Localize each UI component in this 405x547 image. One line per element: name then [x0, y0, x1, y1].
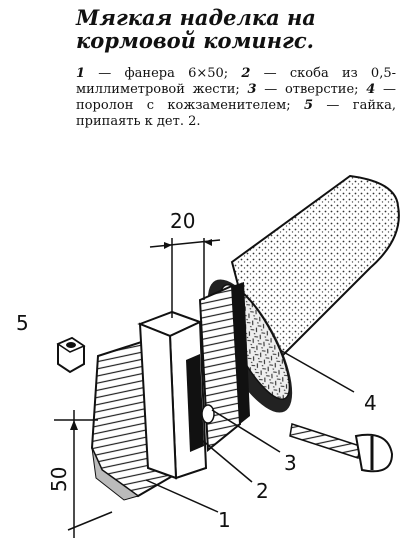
legend-item-3: 3 — отверстие;: [247, 82, 367, 97]
leader-lines: [145, 349, 355, 513]
dimension-width-label: 20: [170, 209, 195, 233]
legend-text-5: гайка, припаять к дет. 2.: [76, 98, 396, 129]
legend-text-1: фанера 6×50;: [124, 66, 242, 81]
legend: 1 — фанера 6×50; 2 — скоба из 0,5-миллим…: [76, 66, 396, 130]
callout-4: 4: [364, 391, 377, 415]
callout-1: 1: [218, 508, 231, 532]
dimension-width: 20: [149, 209, 221, 318]
legend-num-2: 2: [241, 66, 251, 81]
clamp-cap: [137, 310, 208, 480]
legend-text-4: поролон с кожзаменителем;: [76, 98, 304, 113]
legend-item-4: 4 — поролон с кожзаменителем;: [76, 82, 397, 113]
legend-item-1: 1 — фанера 6×50;: [76, 66, 242, 81]
legend-num-5: 5: [303, 98, 314, 113]
dimension-height-label: 50: [47, 467, 71, 492]
legend-item-2: 2 — скоба из 0,5-миллиметровой жести;: [76, 66, 396, 97]
nut: [56, 336, 86, 374]
legend-text-3: отверстие;: [284, 82, 367, 97]
legend-num-3: 3: [247, 82, 257, 97]
legend-item-5: 5 — гайка, припаять к дет. 2.: [76, 98, 396, 129]
hole: [201, 404, 215, 424]
figure-title: Мягкая наделка на кормовой комингс.: [76, 5, 316, 53]
legend-num-1: 1: [76, 66, 86, 81]
clamp-strip: [198, 282, 250, 453]
callout-2: 2: [256, 479, 269, 503]
callout-5: 5: [16, 311, 29, 335]
dimension-height: 50: [47, 410, 113, 538]
legend-text-2: скоба из 0,5-миллиметровой жести;: [76, 66, 396, 97]
legend-num-4: 4: [366, 82, 376, 97]
callout-3: 3: [284, 451, 297, 475]
bolt: [289, 423, 394, 473]
